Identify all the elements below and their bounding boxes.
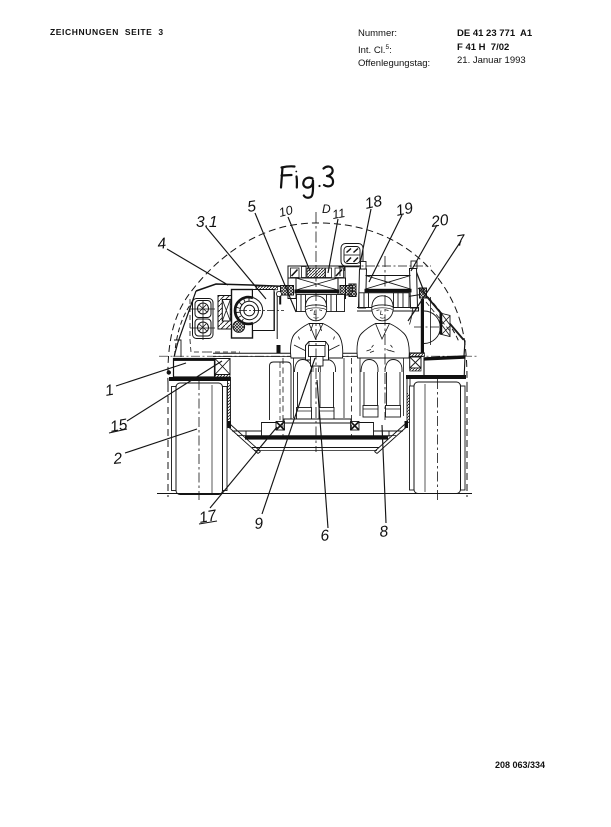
svg-text:1: 1: [104, 382, 115, 400]
svg-text:2: 2: [112, 450, 124, 468]
svg-text:20: 20: [429, 212, 450, 231]
svg-text:D: D: [322, 202, 331, 216]
svg-text:15: 15: [109, 416, 129, 436]
svg-text:7: 7: [455, 232, 467, 250]
svg-text:11: 11: [331, 206, 346, 222]
svg-text:4: 4: [157, 235, 168, 253]
svg-text:9: 9: [254, 515, 265, 533]
svg-text:10: 10: [277, 203, 294, 220]
svg-text:8: 8: [379, 523, 390, 541]
svg-text:5: 5: [246, 198, 257, 216]
svg-text:19: 19: [394, 200, 415, 220]
svg-text:18: 18: [363, 193, 384, 213]
svg-text:6: 6: [320, 527, 331, 545]
svg-text:3.1: 3.1: [196, 214, 218, 231]
